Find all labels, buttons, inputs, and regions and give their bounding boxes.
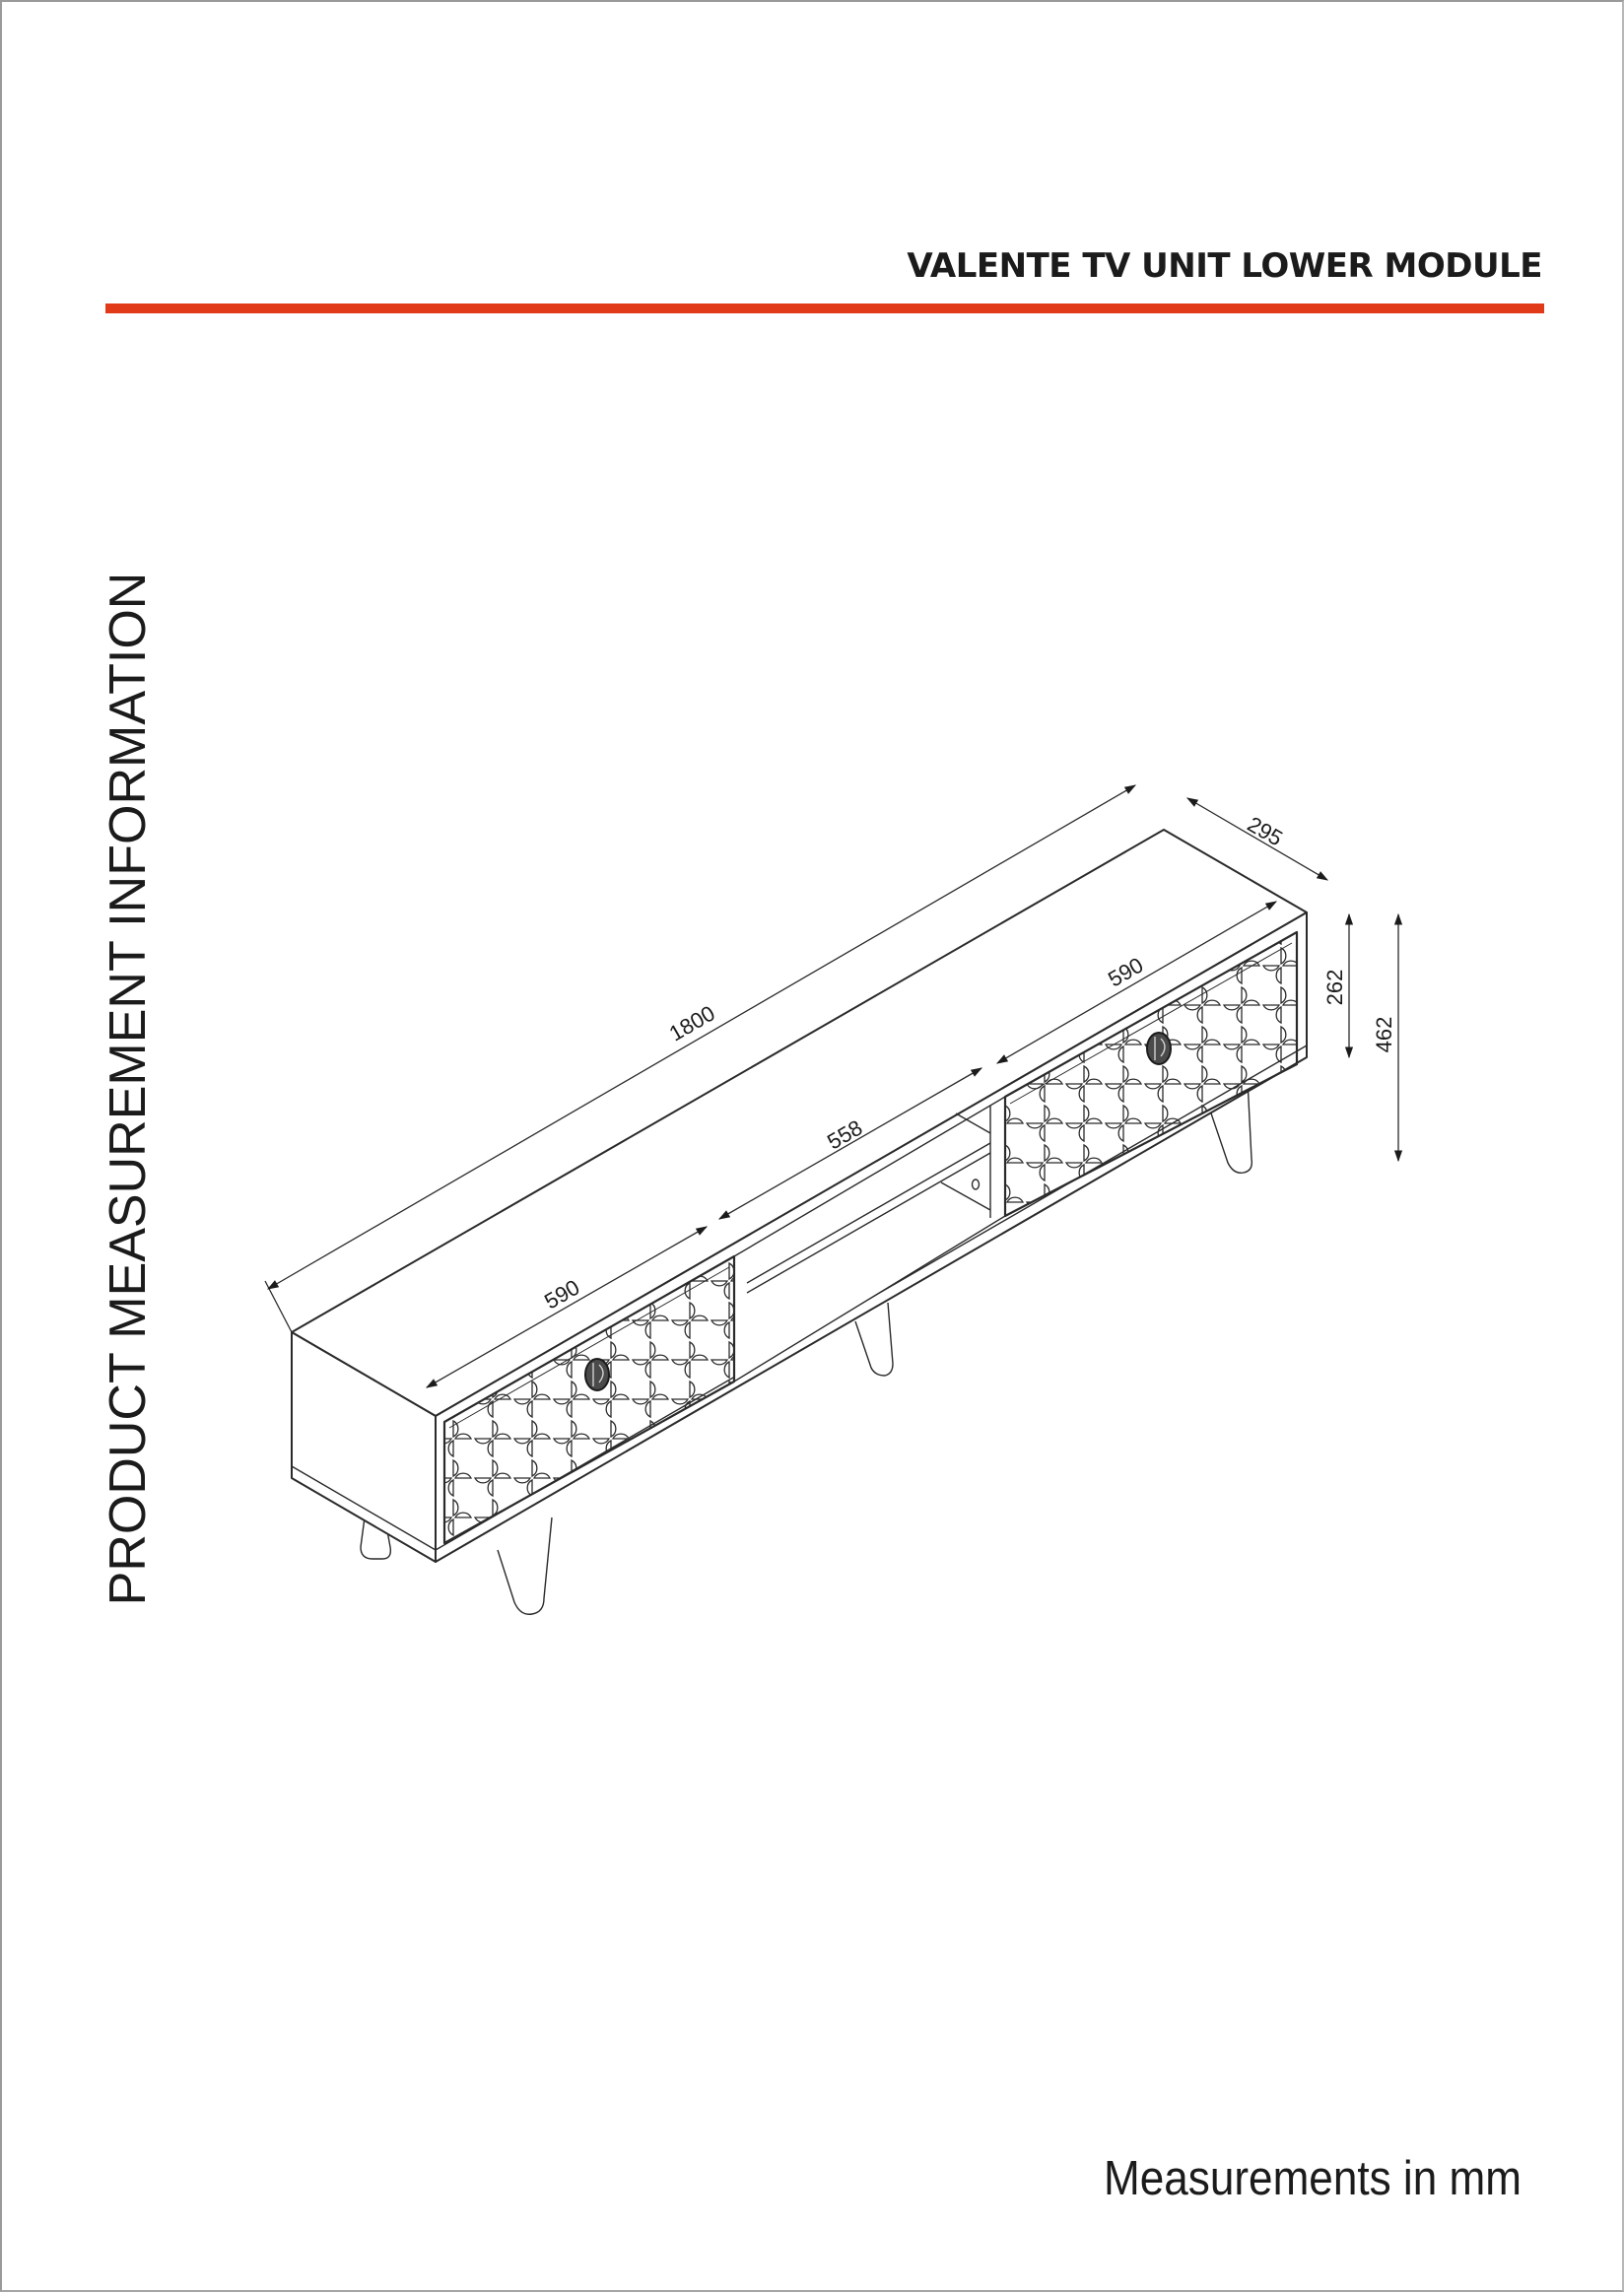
units-note: Measurements in mm bbox=[1104, 2152, 1522, 2205]
leg-middle bbox=[854, 1302, 894, 1377]
dim-label-295: 295 bbox=[1244, 811, 1287, 850]
dim-line-590-left bbox=[425, 1226, 709, 1388]
dim-label-1800: 1800 bbox=[665, 1000, 719, 1045]
dim-label-462: 462 bbox=[1372, 1017, 1396, 1053]
drawer-knob-left bbox=[584, 1358, 610, 1391]
furniture-body bbox=[291, 829, 1308, 1615]
legs bbox=[360, 1079, 1253, 1615]
leg-front-right bbox=[1206, 1079, 1253, 1174]
leg-back-left bbox=[360, 1517, 392, 1560]
dim-line-1800 bbox=[266, 784, 1137, 1290]
title-underline bbox=[105, 303, 1544, 313]
dim-line-558 bbox=[717, 1067, 983, 1220]
leg-front-left bbox=[497, 1517, 553, 1615]
dim-label-262: 262 bbox=[1322, 970, 1347, 1006]
page-title: VALENTE TV UNIT LOWER MODULE bbox=[907, 246, 1542, 286]
drawer-knob-right bbox=[1146, 1032, 1172, 1065]
dim-line-295 bbox=[1185, 797, 1329, 881]
dimension-lines bbox=[264, 784, 1403, 1388]
dim-line-590-right bbox=[995, 901, 1278, 1064]
